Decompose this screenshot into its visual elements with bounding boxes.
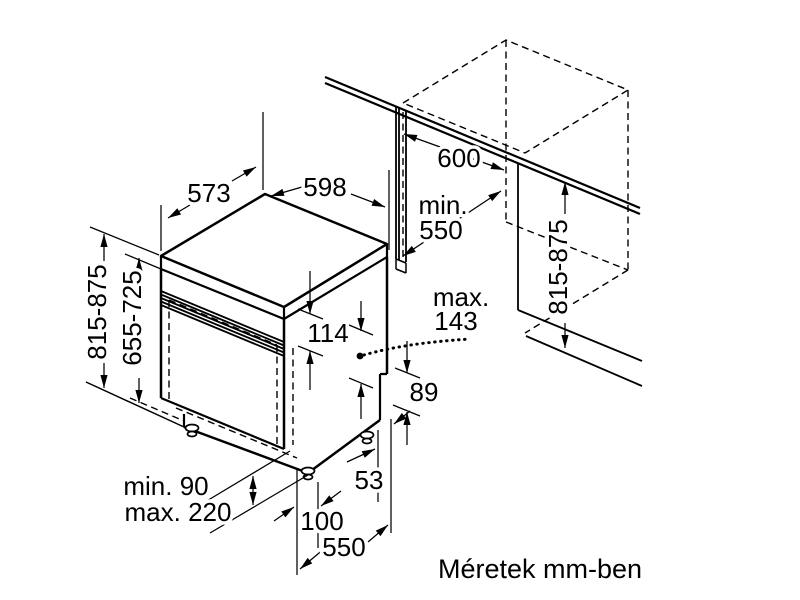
dim-niche-width: 600	[403, 133, 505, 177]
niche-right-side-panel	[517, 163, 643, 362]
dim-plinth-height-label-min: min. 90	[123, 471, 208, 501]
dim-front-foot-inset-label: 100	[300, 506, 343, 536]
furniture-door-dashed-outline	[129, 299, 298, 459]
dim-top-width: 598	[270, 169, 390, 250]
dim-niche-depth-label-min: min.	[418, 190, 467, 220]
adjustable-foot-left	[184, 423, 200, 438]
dim-niche-width-label: 600	[437, 143, 480, 173]
dim-niche-height-label: 815-875	[543, 219, 573, 314]
dim-control-panel-height-label: 114	[307, 318, 348, 348]
dim-base-depth-label: 550	[322, 532, 365, 562]
door-pivot-dot	[356, 352, 364, 360]
niche-left-wall-panel	[395, 107, 407, 274]
dim-appliance-height: 815-875	[79, 226, 185, 428]
dishwasher-body	[129, 192, 389, 481]
dim-rear-base-height-label: 89	[410, 377, 439, 407]
adjustable-foot-right	[359, 430, 375, 445]
dim-niche-depth: min. 550	[402, 187, 502, 257]
dim-top-depth-label: 573	[187, 178, 230, 208]
dim-plinth-height-label-max: max. 220	[125, 497, 232, 527]
top-face	[159, 192, 389, 309]
control-panel-band	[160, 290, 285, 357]
dim-rear-foot-offset: 53	[346, 410, 411, 533]
dim-rear-base-height: 89	[392, 341, 442, 445]
dim-top-depth: 573	[160, 112, 264, 251]
dim-base-depth: 550	[299, 524, 389, 570]
caption-units: Méretek mm-ben	[438, 554, 642, 584]
worktop-lines	[324, 75, 641, 216]
dim-front-foot-inset: 100	[273, 470, 347, 575]
dim-top-width-label: 598	[303, 172, 346, 202]
dim-appliance-height-label: 815-875	[82, 264, 112, 359]
dim-door-protrusion-label-max: max.	[433, 282, 489, 312]
adjustable-foot-front	[300, 466, 316, 481]
dim-front-panel-height: 655-725	[114, 253, 162, 403]
dim-door-protrusion-label-value: 143	[434, 306, 477, 336]
dim-door-protrusion: max. 143	[356, 279, 493, 360]
dim-front-panel-height-label: 655-725	[117, 270, 147, 365]
dim-rear-foot-offset-label: 53	[355, 465, 384, 495]
dim-control-panel-height: 114	[297, 271, 374, 419]
floor-line-right	[525, 335, 643, 387]
dim-plinth-height: min. 90 max. 220	[120, 450, 309, 534]
dim-niche-height: 815-875	[540, 182, 577, 348]
dim-niche-depth-label-value: 550	[419, 215, 462, 245]
